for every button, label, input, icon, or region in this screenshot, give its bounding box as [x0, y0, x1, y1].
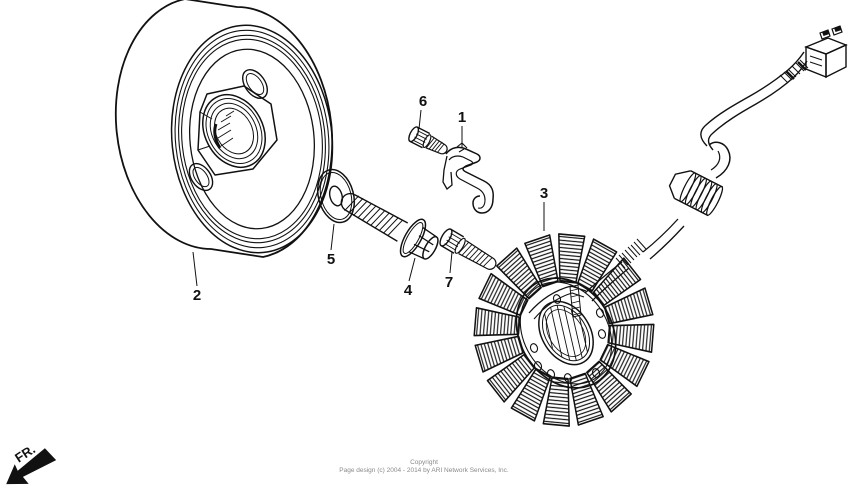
grommet-drawing	[668, 170, 724, 217]
wire-clamp-drawing	[442, 142, 494, 214]
washer-drawing	[316, 168, 356, 224]
wire-harness-drawing	[584, 25, 848, 302]
socket-bolt-7-drawing	[439, 228, 497, 270]
callout-6[interactable]: 6	[419, 93, 427, 110]
stator-plate-holes	[529, 294, 607, 383]
front-arrow-icon	[6, 448, 57, 485]
front-direction-indicator: FR.	[6, 441, 57, 485]
callout-2[interactable]: 2	[193, 287, 201, 304]
callout-3[interactable]: 3	[540, 185, 548, 202]
callout-5[interactable]: 5	[327, 251, 335, 268]
copyright-line-1: Copyright	[410, 459, 438, 466]
callout-7[interactable]: 7	[445, 274, 453, 291]
flywheel-center-hole	[202, 94, 266, 168]
flywheel-drawing	[114, 0, 334, 258]
stator-drawing	[473, 233, 655, 427]
connector-drawing	[804, 25, 848, 79]
flange-bolt-drawing	[340, 192, 439, 260]
copyright-line-2: Page design (c) 2004 - 2014 by ARI Netwo…	[339, 467, 509, 474]
leader-lines	[192, 109, 545, 287]
callout-4[interactable]: 4	[404, 282, 413, 299]
callout-1[interactable]: 1	[458, 109, 466, 126]
socket-bolt-6-drawing	[408, 126, 448, 155]
